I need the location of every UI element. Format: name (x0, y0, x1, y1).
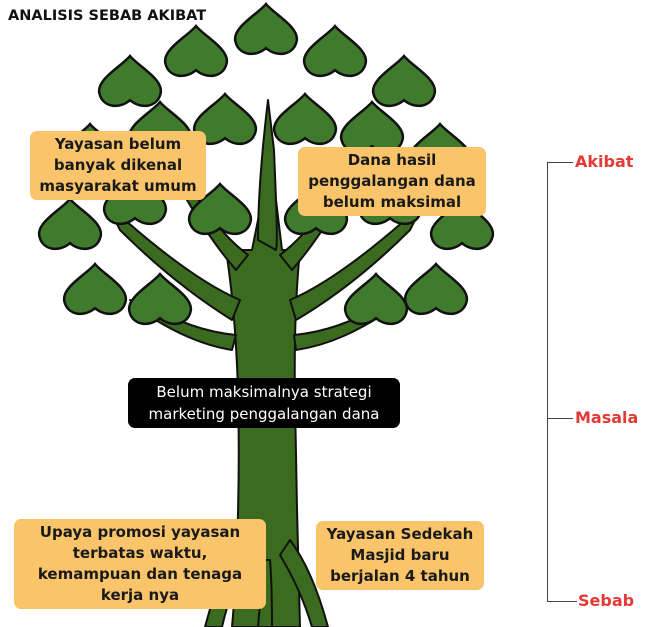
page-title: ANALISIS SEBAB AKIBAT (8, 8, 207, 24)
masalah-box-text: Belum maksimalnya strategi marketing pen… (148, 383, 380, 423)
leaf (234, 2, 298, 56)
bracket-tick-akibat (547, 162, 573, 163)
sebab-box-left-text: Upaya promosi yayasan terbatas waktu, ke… (37, 523, 243, 604)
leaf (344, 272, 408, 326)
leaf (404, 262, 468, 316)
label-masalah: Masala (575, 408, 639, 427)
leaf (430, 197, 494, 251)
branch-center (257, 99, 278, 251)
leaf (38, 197, 102, 251)
akibat-box-left-text: Yayasan belum banyak dikenal masyarakat … (39, 135, 197, 195)
akibat-box-left: Yayasan belum banyak dikenal masyarakat … (30, 131, 206, 200)
bracket-tick-sebab (547, 601, 577, 602)
leaf (303, 24, 367, 78)
leaf (273, 92, 337, 146)
label-akibat: Akibat (575, 152, 634, 171)
leaf (188, 182, 252, 236)
label-sebab: Sebab (578, 591, 635, 610)
tree-leaves (38, 2, 494, 326)
leaf (98, 54, 162, 108)
bracket-vertical-line (547, 162, 548, 602)
sebab-box-left: Upaya promosi yayasan terbatas waktu, ke… (14, 519, 266, 609)
leaf (164, 24, 228, 78)
leaf (193, 92, 257, 146)
root-right (279, 539, 329, 627)
sebab-box-right-text: Yayasan Sedekah Masjid baru berjalan 4 t… (326, 525, 474, 585)
leaf (340, 100, 404, 154)
bracket-tick-masalah (547, 418, 573, 419)
leaf (128, 272, 192, 326)
akibat-box-right-text: Dana hasil penggalangan dana belum maksi… (308, 151, 476, 211)
sebab-box-right: Yayasan Sedekah Masjid baru berjalan 4 t… (316, 521, 484, 590)
leaf (372, 54, 436, 108)
masalah-box: Belum maksimalnya strategi marketing pen… (128, 378, 400, 428)
akibat-box-right: Dana hasil penggalangan dana belum maksi… (298, 147, 486, 216)
leaf (63, 262, 127, 316)
